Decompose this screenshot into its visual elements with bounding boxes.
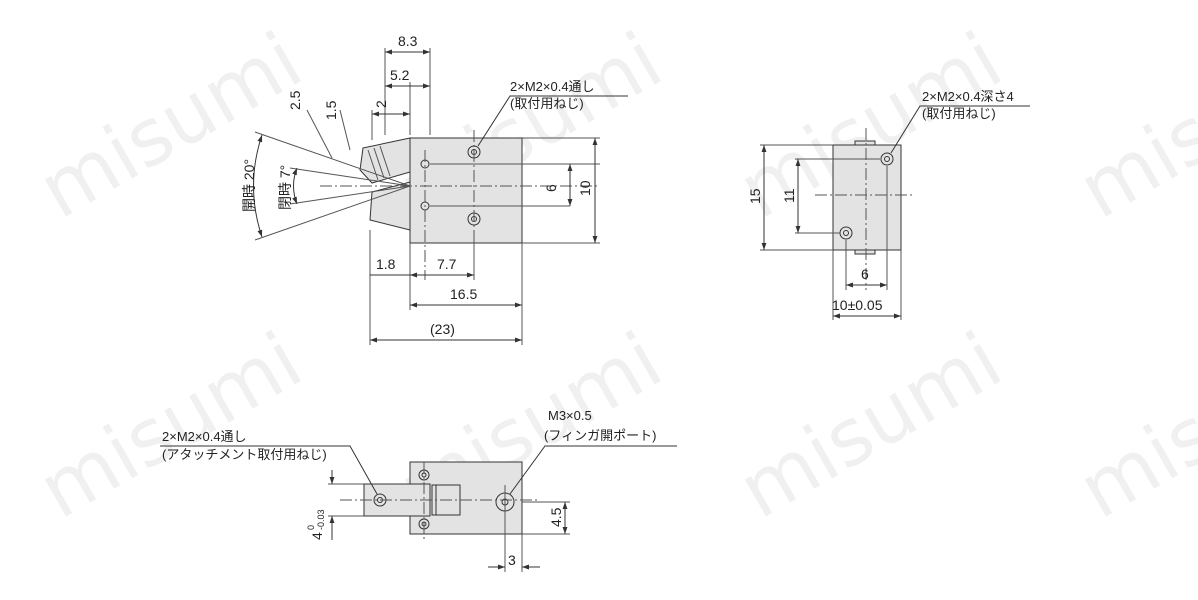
bottom-left-note-line1: 2×M2×0.4通し [162,429,247,444]
dim-3: 3 [508,552,516,568]
dim-11: 11 [781,188,797,203]
dim-7-7: 7.7 [437,256,457,272]
side-body [832,144,902,251]
tol-upper: 0 [306,525,316,530]
dim-16-5: 16.5 [450,286,477,302]
dim-15: 15 [747,188,763,204]
dim-10: 10 [577,180,593,196]
close-angle-label: 閉時 7° [277,165,293,210]
dim-1-8: 1.8 [376,256,396,272]
side-note-line2: (取付用ねじ) [922,106,996,121]
dim-23: (23) [430,321,455,337]
bottom-view [160,445,677,572]
tolerance-4: 4 0 -0.03 [306,509,326,540]
dim-4-5: 4.5 [548,507,564,527]
open-angle-label: 開時 20° [241,159,257,212]
top-note-line2: (取付用ねじ) [510,96,584,111]
dim-5-2: 5.2 [390,67,410,83]
side-note-line1: 2×M2×0.4深さ4 [922,89,1014,104]
top-view-labels: 8.3 5.2 2 2.5 1.5 開時 20° 閉時 7° 6 10 1.8 … [241,33,595,337]
gripper-body [409,137,523,244]
dim-8-3: 8.3 [398,33,418,49]
side-view-labels: 15 11 6 10±0.05 2×M2×0.4深さ4 (取付用ねじ) [747,89,1014,313]
dim-6-side: 6 [861,266,869,282]
watermark: misumi [25,16,317,237]
bottom-right-note-line1: M3×0.5 [548,408,592,423]
bottom-right-note-line2: (フィンガ開ポート) [544,428,656,443]
side-view [760,105,1030,320]
dim-2-5: 2.5 [287,90,303,110]
top-view [253,48,628,345]
watermark: misumi [1065,316,1198,537]
dim-10-tol: 10±0.05 [832,297,883,313]
top-note-line1: 2×M2×0.4通し [510,79,595,94]
watermark: misumi [725,316,1017,537]
bottom-left-note-line2: (アタッチメント取付用ねじ) [162,447,327,462]
bottom-view-labels: 4.5 3 4 0 -0.03 2×M2×0.4通し (アタッチメント取付用ねじ… [162,408,656,568]
tol-lower: -0.03 [316,509,326,530]
side-hole [880,152,894,166]
tol-base: 4 [309,532,325,540]
dim-6: 6 [543,184,559,192]
dim-1-5: 1.5 [323,100,339,120]
watermark: misumi [1065,16,1198,237]
dim-2: 2 [373,100,389,108]
watermark: misumi [25,316,317,537]
finger-lower [369,181,411,231]
